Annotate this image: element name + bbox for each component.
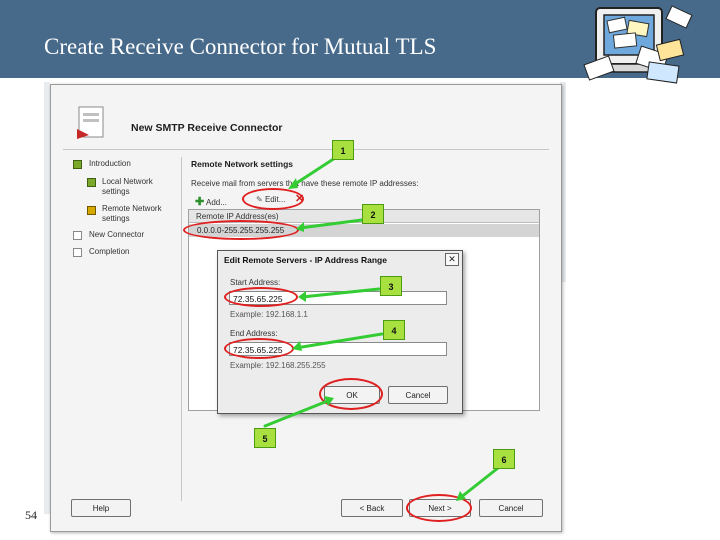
back-button[interactable]: < Back bbox=[341, 499, 403, 517]
mail-computer-clipart bbox=[583, 5, 693, 84]
add-icon: ✚ bbox=[195, 196, 205, 208]
callout-3: 3 bbox=[380, 276, 402, 296]
nav-item-new-connector[interactable]: New Connector bbox=[89, 230, 145, 239]
nav-item-introduction[interactable]: Introduction bbox=[89, 159, 131, 168]
section-title: Remote Network settings bbox=[191, 159, 294, 169]
callout-6: 6 bbox=[493, 449, 515, 469]
highlight-ring-ip-row bbox=[183, 220, 299, 240]
nav-status-icon bbox=[73, 248, 82, 257]
background-window bbox=[44, 82, 50, 514]
slide-number: 54 bbox=[25, 508, 37, 522]
callout-1: 1 bbox=[332, 140, 354, 160]
highlight-ring-start-address bbox=[224, 287, 298, 307]
callout-5: 5 bbox=[254, 428, 276, 448]
background-window bbox=[560, 82, 566, 282]
nav-item-remote-network[interactable]: Remote Network settings bbox=[102, 204, 162, 223]
close-icon[interactable]: ✕ bbox=[445, 253, 459, 266]
start-address-example: Example: 192.168.1.1 bbox=[230, 310, 308, 319]
start-address-label: Start Address: bbox=[230, 278, 281, 287]
highlight-ring-edit bbox=[242, 188, 304, 210]
highlight-ring-ok bbox=[319, 378, 383, 410]
dialog-title: Edit Remote Servers - IP Address Range bbox=[224, 255, 387, 265]
wizard-title: New SMTP Receive Connector bbox=[131, 122, 283, 134]
instruction-text: Receive mail from servers that have thes… bbox=[191, 179, 419, 188]
nav-item-local-network[interactable]: Local Network settings bbox=[102, 177, 153, 196]
end-address-label: End Address: bbox=[230, 329, 278, 338]
ip-range-dialog: Edit Remote Servers - IP Address Range ✕… bbox=[217, 250, 463, 414]
nav-status-icon bbox=[87, 178, 96, 187]
end-address-example: Example: 192.168.255.255 bbox=[230, 361, 326, 370]
slide-title: Create Receive Connector for Mutual TLS bbox=[44, 34, 437, 59]
divider bbox=[63, 149, 549, 150]
wizard-icon bbox=[77, 106, 104, 139]
highlight-ring-end-address bbox=[224, 338, 294, 359]
add-label: Add... bbox=[206, 198, 227, 207]
nav-status-icon bbox=[73, 231, 82, 240]
highlight-ring-next bbox=[406, 494, 472, 522]
nav-status-icon bbox=[73, 160, 82, 169]
callout-4: 4 bbox=[383, 320, 405, 340]
nav-status-icon bbox=[87, 206, 96, 215]
cancel-button[interactable]: Cancel bbox=[479, 499, 543, 517]
divider bbox=[181, 157, 182, 501]
callout-2: 2 bbox=[362, 204, 384, 224]
dialog-cancel-button[interactable]: Cancel bbox=[388, 386, 448, 404]
nav-item-completion[interactable]: Completion bbox=[89, 247, 130, 256]
add-button[interactable]: ✚ Add... bbox=[195, 195, 227, 208]
help-button[interactable]: Help bbox=[71, 499, 131, 517]
